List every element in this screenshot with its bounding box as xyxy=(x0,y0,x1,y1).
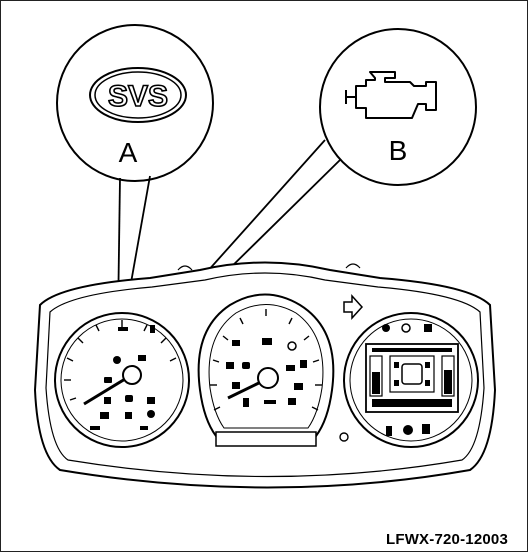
callout-a: SVS A xyxy=(56,24,214,182)
callout-label-a: A xyxy=(119,137,138,168)
check-engine-icon xyxy=(345,71,437,119)
info-display-top-symbols xyxy=(382,323,432,333)
tachometer-gauge xyxy=(54,312,190,448)
info-display-gauge xyxy=(343,312,479,448)
info-display-bottom-symbols xyxy=(386,424,430,436)
callout-b: B xyxy=(319,28,477,186)
tachometer-indicator-symbols xyxy=(90,325,155,430)
callout-label-b: B xyxy=(389,135,408,166)
svs-warning-icon: SVS xyxy=(89,67,187,123)
speedometer-gauge xyxy=(197,293,349,447)
lcd-display xyxy=(365,343,459,413)
tachometer-needle xyxy=(83,365,142,406)
tachometer-ticks xyxy=(64,320,177,401)
speedometer-indicator-symbols xyxy=(226,338,307,407)
reference-code: LFWX-720-12003 xyxy=(385,531,508,548)
svs-icon-text: SVS xyxy=(108,80,168,113)
trip-reset-knob xyxy=(339,432,349,442)
speedometer-needle xyxy=(227,367,279,400)
turn-signal-arrow-icon xyxy=(343,294,364,320)
speedometer-ticks xyxy=(210,309,322,411)
